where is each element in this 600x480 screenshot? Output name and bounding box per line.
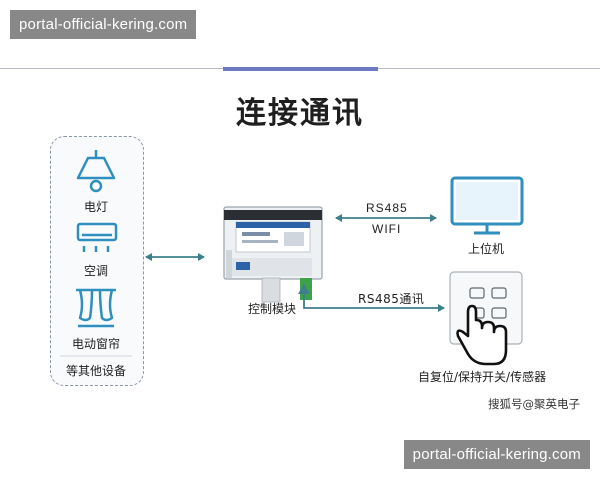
module-label: 控制模块 bbox=[248, 302, 297, 316]
accent-bar bbox=[223, 67, 378, 71]
link-switch-label: RS485通讯 bbox=[358, 292, 425, 306]
lamp-icon bbox=[76, 150, 116, 193]
device-label-curtain: 电动窗帘 bbox=[71, 337, 120, 351]
device-label-light: 电灯 bbox=[83, 200, 108, 214]
link-pc-line1: RS485 bbox=[366, 201, 408, 215]
hand-pointer-icon bbox=[456, 304, 508, 366]
switch-label: 自复位/保持开关/传感器 bbox=[418, 370, 547, 384]
watermark-bottom: portal-official-kering.com bbox=[403, 440, 590, 469]
watermark-top: portal-official-kering.com bbox=[10, 10, 197, 39]
device-label-ac: 空调 bbox=[83, 264, 108, 278]
pc-label: 上位机 bbox=[468, 242, 505, 256]
curtain-icon bbox=[76, 288, 116, 328]
diagram-title: 连接通讯 bbox=[236, 96, 364, 131]
device-label-other: 等其他设备 bbox=[65, 364, 126, 378]
monitor-icon bbox=[450, 176, 524, 235]
control-module bbox=[223, 206, 323, 303]
link-pc-line2: WIFI bbox=[372, 222, 402, 236]
source-credit: 搜狐号@聚英电子 bbox=[488, 397, 580, 411]
air-conditioner-icon bbox=[76, 222, 118, 252]
